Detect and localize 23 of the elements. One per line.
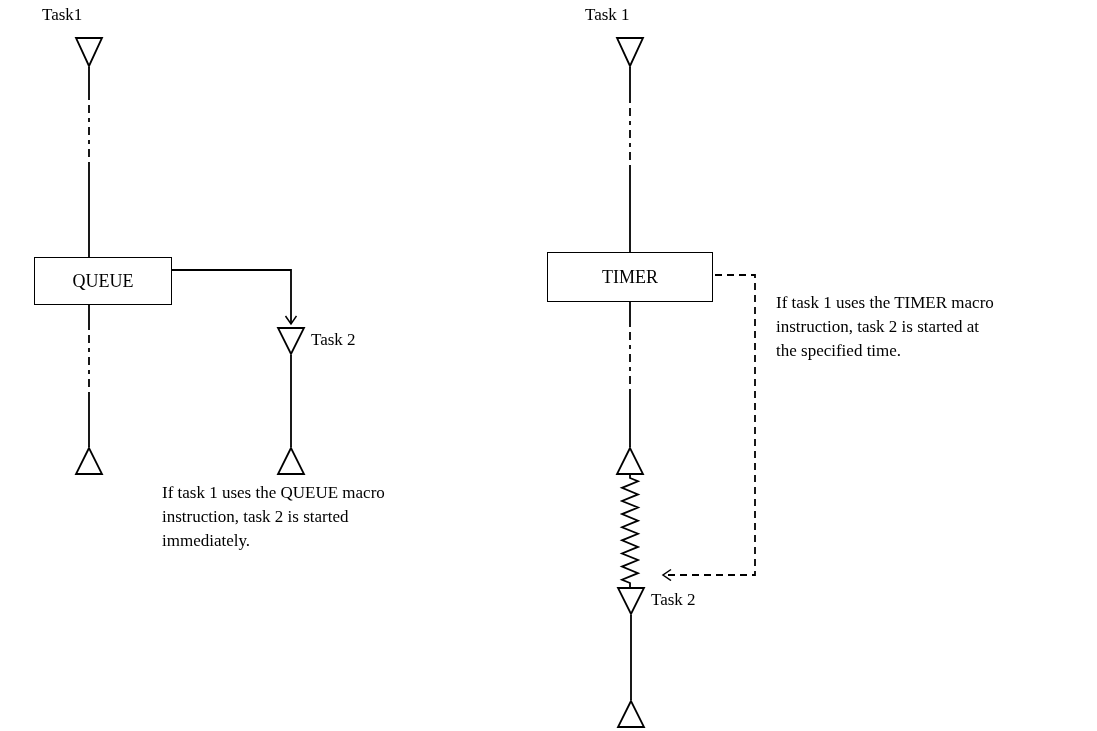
connector-line: [629, 66, 631, 253]
process-box: [34, 257, 172, 305]
note-text: If task 1 uses the TIMER macro instruction, task 2 is started at the specified time.: [776, 292, 995, 362]
note-text: If task 1 uses the QUEUE macro instruction, task 2 is started immediately.: [162, 482, 386, 552]
box-label: TIMER: [602, 266, 658, 288]
arrow: [171, 269, 298, 325]
triangle-symbol: [616, 447, 644, 475]
connector-line: [630, 614, 632, 701]
connector-line: [88, 304, 90, 448]
connector-line: [629, 301, 631, 448]
task-label: Task 1: [585, 4, 630, 26]
connector-line: [619, 474, 641, 588]
arrow: [662, 274, 756, 582]
process-box: [547, 252, 713, 302]
triangle-symbol: [277, 447, 305, 475]
task-label: Task1: [42, 4, 83, 26]
task-label: Task 2: [651, 589, 696, 611]
connector-line: [88, 66, 90, 258]
box-label: QUEUE: [72, 270, 134, 292]
connector-line: [290, 354, 292, 448]
task-label: Task 2: [311, 329, 356, 351]
triangle-symbol: [75, 447, 103, 475]
triangle-symbol: [617, 700, 645, 728]
